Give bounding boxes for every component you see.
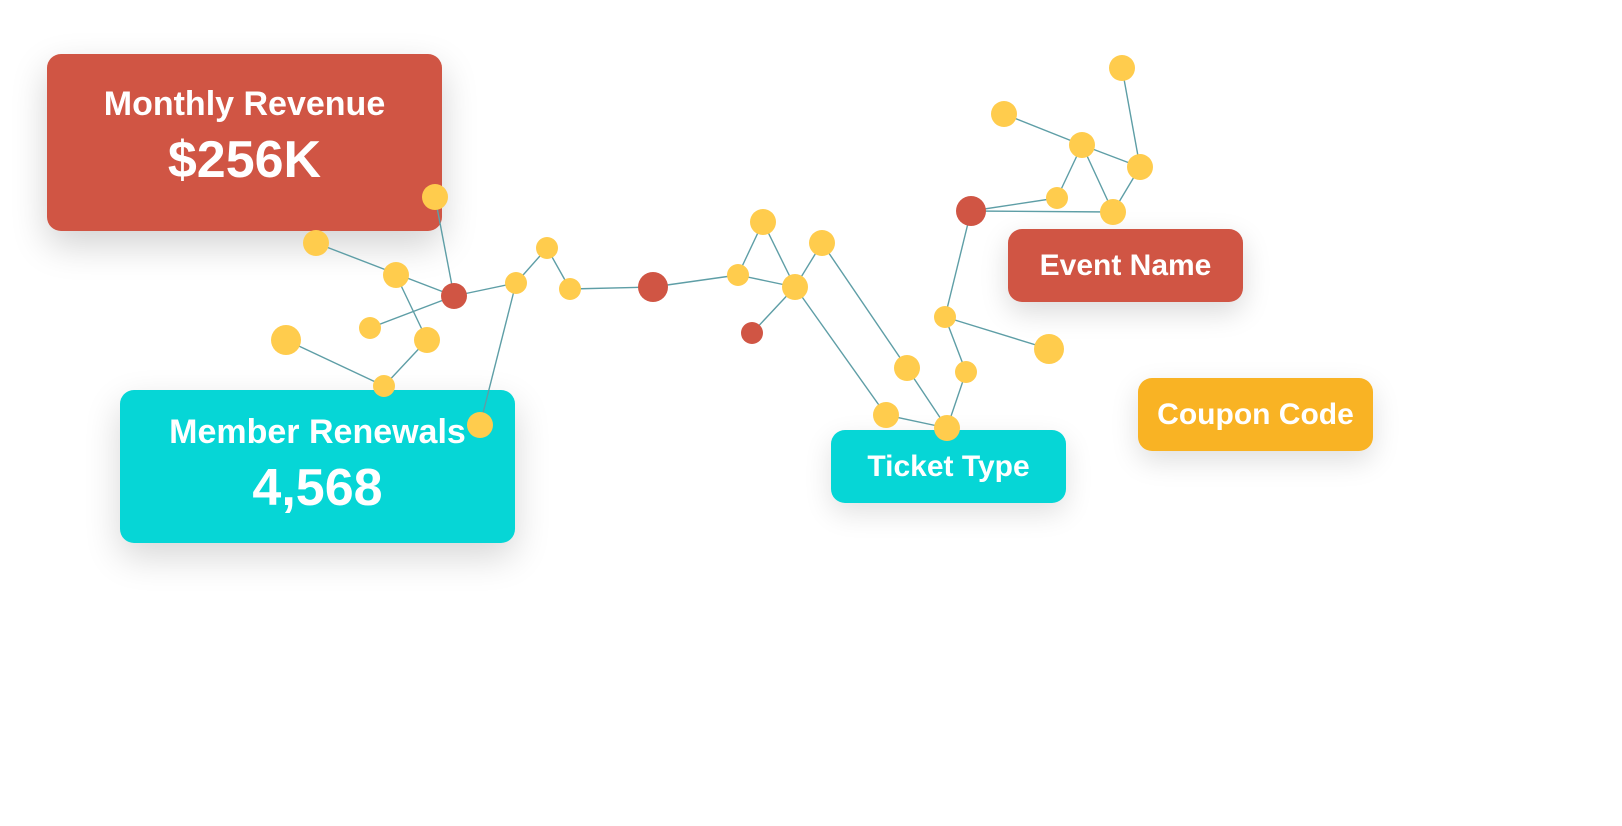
network-edge — [479, 282, 517, 426]
monthly-revenue-card: Monthly Revenue $256K — [47, 54, 442, 231]
network-node-yellow — [383, 262, 409, 288]
coupon-code-tag: Coupon Code — [1138, 378, 1373, 451]
network-edge — [1003, 113, 1083, 146]
network-node-yellow — [303, 230, 329, 256]
network-node-red — [441, 283, 467, 309]
network-node-yellow — [1109, 55, 1135, 81]
monthly-revenue-title: Monthly Revenue — [103, 85, 386, 123]
network-edge — [1121, 67, 1141, 168]
network-node-yellow — [955, 361, 977, 383]
network-edge — [434, 196, 455, 297]
network-node-yellow — [1034, 334, 1064, 364]
network-node-yellow — [782, 274, 808, 300]
network-node-red — [741, 322, 763, 344]
monthly-revenue-value: $256K — [167, 131, 322, 189]
network-nodes — [271, 55, 1153, 441]
network-node-yellow — [934, 306, 956, 328]
ticket-type-tag: Ticket Type — [831, 430, 1066, 503]
network-edge — [369, 295, 455, 329]
member-renewals-title: Member Renewals — [169, 413, 466, 451]
member-renewals-value: 4,568 — [252, 459, 383, 517]
network-node-yellow — [809, 230, 835, 256]
member-renewals-card: Member Renewals 4,568 — [120, 390, 515, 543]
network-edge — [970, 210, 1114, 213]
network-node-yellow — [1100, 199, 1126, 225]
network-node-yellow — [1069, 132, 1095, 158]
network-node-yellow — [727, 264, 749, 286]
network-node-yellow — [750, 209, 776, 235]
network-node-yellow — [467, 412, 493, 438]
network-node-yellow — [1127, 154, 1153, 180]
network-node-red — [638, 272, 668, 302]
network-node-red — [956, 196, 986, 226]
network-node-yellow — [934, 415, 960, 441]
network-node-yellow — [422, 184, 448, 210]
network-node-yellow — [536, 237, 558, 259]
network-node-yellow — [991, 101, 1017, 127]
network-node-yellow — [271, 325, 301, 355]
network-node-yellow — [1046, 187, 1068, 209]
network-edge — [944, 210, 972, 318]
network-node-yellow — [505, 272, 527, 294]
network-node-yellow — [559, 278, 581, 300]
event-name-tag: Event Name — [1008, 229, 1243, 302]
network-node-yellow — [414, 327, 440, 353]
network-node-yellow — [359, 317, 381, 339]
network-node-yellow — [373, 375, 395, 397]
network-node-yellow — [873, 402, 899, 428]
network-edge — [821, 242, 908, 369]
network-node-yellow — [894, 355, 920, 381]
network-edge — [794, 286, 887, 416]
network-edge — [285, 339, 385, 387]
network-edge — [944, 316, 1050, 350]
